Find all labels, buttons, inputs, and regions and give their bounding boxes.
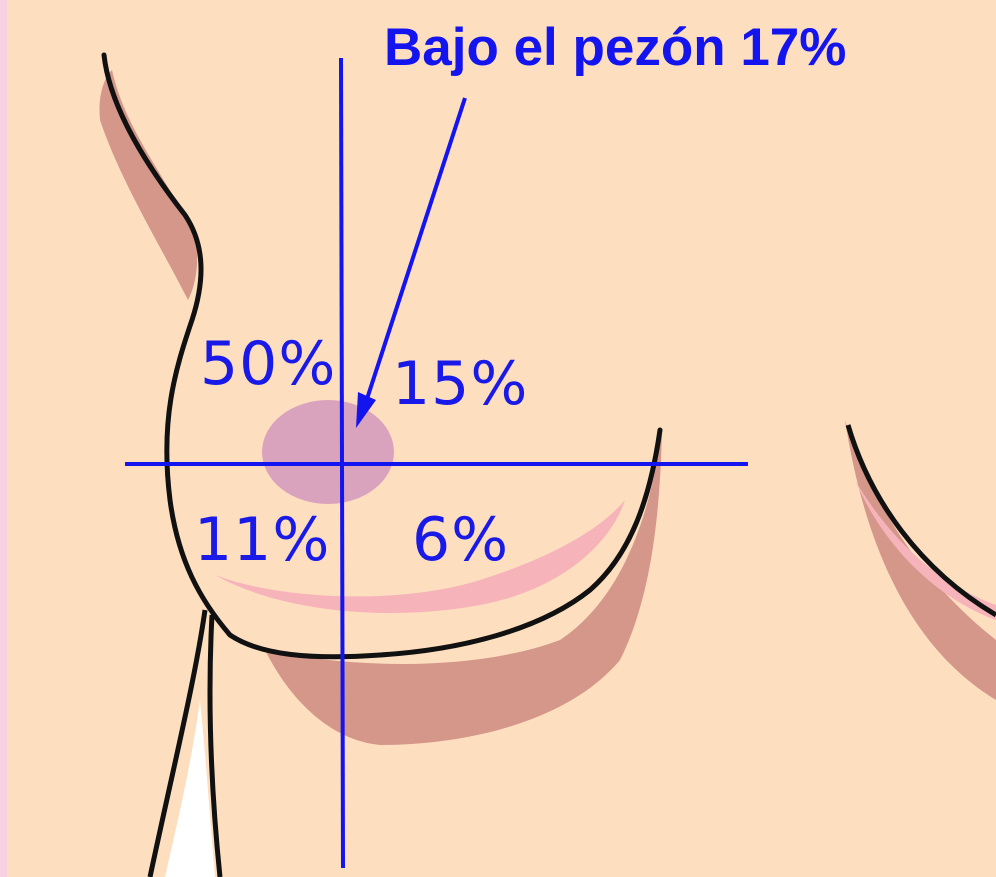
left-edge-strip bbox=[0, 0, 7, 877]
quadrant-upper-inner-label: 15% bbox=[392, 349, 529, 419]
arm-gap bbox=[165, 700, 215, 877]
right-breast-shadow bbox=[845, 420, 996, 700]
arm-outline-left bbox=[147, 609, 208, 877]
arm-outline-right bbox=[207, 614, 223, 877]
callout-arrow-line bbox=[363, 97, 467, 406]
quadrant-lower-inner-label: 6% bbox=[412, 505, 510, 575]
upper-arm-shadow bbox=[99, 70, 198, 300]
under-breast-shadow bbox=[265, 430, 662, 745]
lower-pink-band bbox=[215, 500, 625, 614]
areola bbox=[262, 400, 394, 504]
right-breast-outline bbox=[845, 424, 996, 618]
callout-title: Bajo el pezón 17% bbox=[384, 18, 847, 77]
quadrant-upper-outer-label: 50% bbox=[200, 329, 337, 399]
quadrant-lower-outer-label: 11% bbox=[194, 505, 331, 575]
callout-arrowhead bbox=[356, 392, 376, 428]
left-torso-outline bbox=[101, 52, 663, 660]
